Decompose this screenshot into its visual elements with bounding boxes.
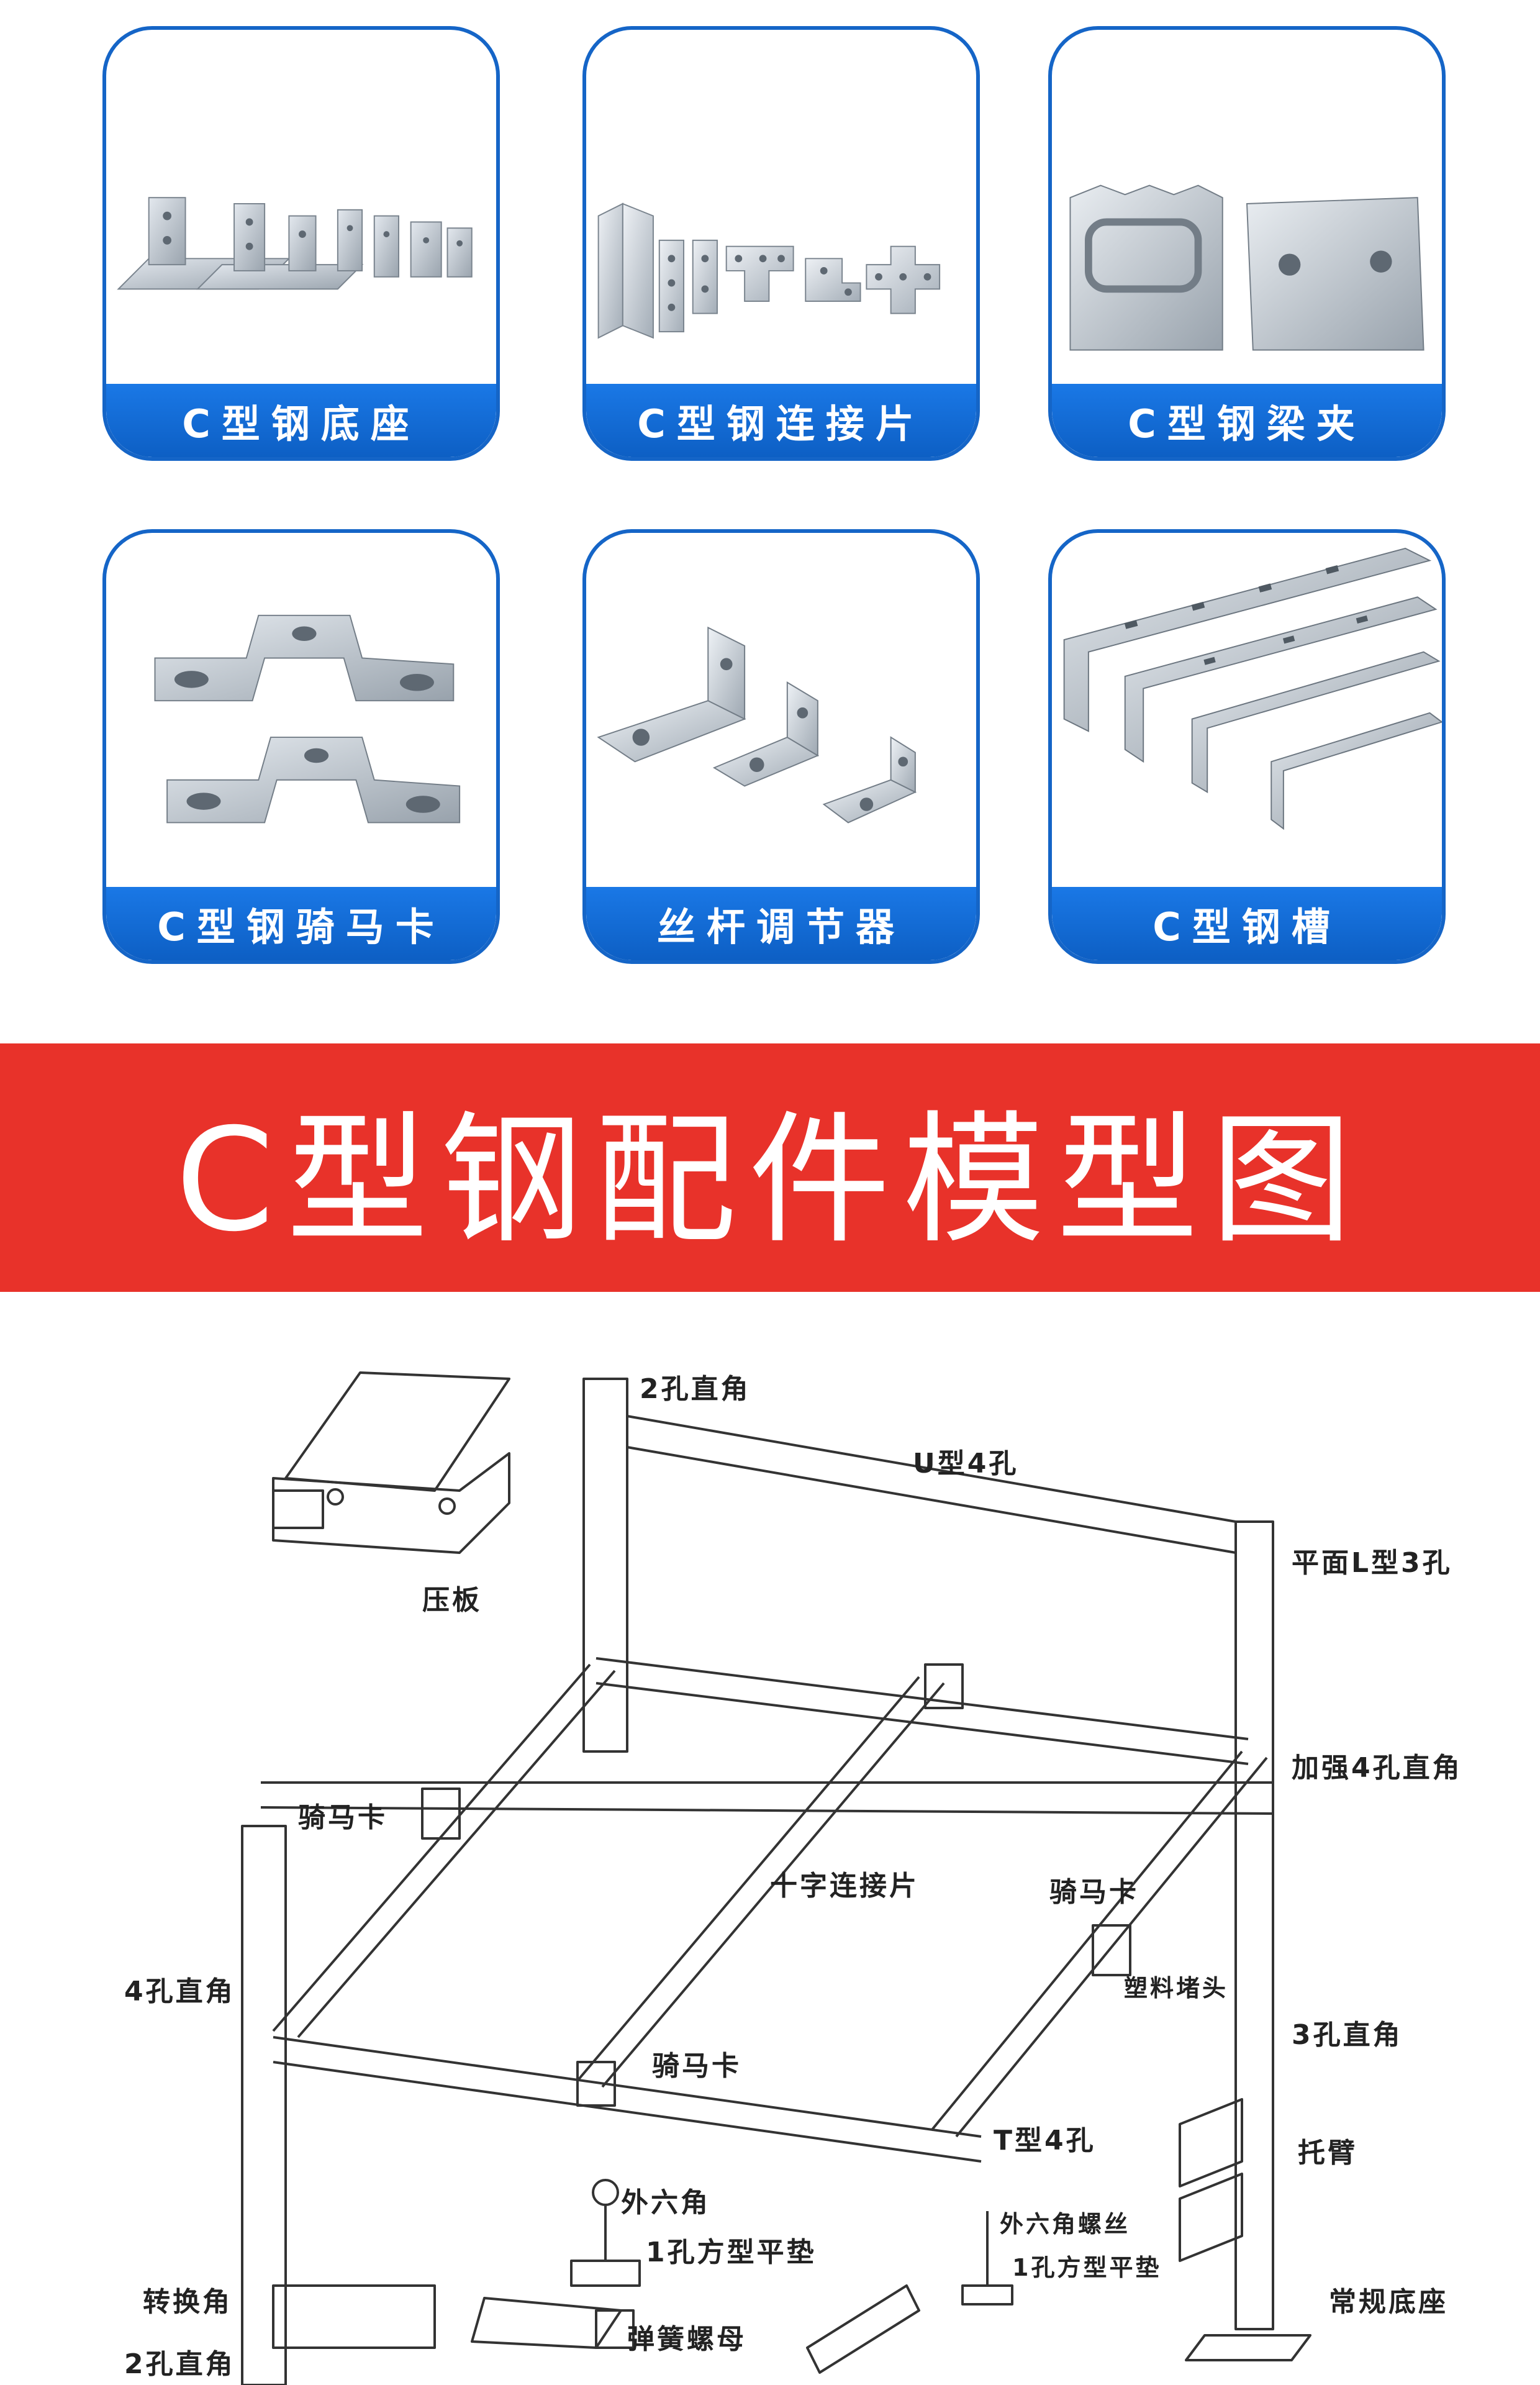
product-image-rod-adjuster <box>597 626 917 824</box>
product-card-saddle-clamp[interactable]: C型钢骑马卡 <box>102 529 500 964</box>
product-image-channel <box>1063 547 1442 830</box>
banner-title: C型钢配件模型图 <box>175 1097 1365 1263</box>
label-plastic-cap: 塑料堵头 <box>1124 1974 1229 2002</box>
product-label: C型钢槽 <box>1153 904 1341 950</box>
product-card-beam-clamp[interactable]: C型钢梁夹 <box>1048 26 1446 461</box>
label-bracket-arm: 托臂 <box>1298 2137 1357 2169</box>
product-label-bar: C型钢槽 <box>1052 887 1442 960</box>
label-four-hole-angle: 4孔直角 <box>124 1976 235 2007</box>
product-label: C型钢连接片 <box>637 401 925 447</box>
product-card-channel[interactable]: C型钢槽 <box>1048 529 1446 964</box>
label-saddle-clamp-left: 骑马卡 <box>298 1802 387 1833</box>
product-image-saddle-clamp <box>154 614 461 824</box>
label-u-four-hole: U型4孔 <box>913 1448 1019 1479</box>
product-label: C型钢底座 <box>182 401 420 447</box>
product-card-rod-adjuster[interactable]: 丝杆调节器 <box>582 529 980 964</box>
label-three-hole-angle: 3孔直角 <box>1292 2019 1403 2051</box>
label-spring-nut: 弹簧螺母 <box>627 2324 746 2355</box>
product-card-base[interactable]: C型钢底座 <box>102 26 500 461</box>
label-two-hole-angle-top: 2孔直角 <box>640 1373 751 1405</box>
label-square-washer: 1孔方型平垫 <box>646 2237 817 2268</box>
product-card-connector[interactable]: C型钢连接片 <box>582 26 980 461</box>
product-image-beam-clamp <box>1069 184 1424 351</box>
label-square-washer-right: 1孔方型平垫 <box>1012 2254 1162 2281</box>
label-conversion-angle: 转换角 <box>143 2286 232 2318</box>
label-regular-base: 常规底座 <box>1329 2286 1448 2318</box>
label-hex-bolt: 外六角螺丝 <box>1000 2210 1131 2238</box>
product-label-bar: C型钢骑马卡 <box>106 887 496 960</box>
product-label-bar: C型钢梁夹 <box>1052 384 1442 457</box>
product-image-connector <box>597 202 941 339</box>
label-t-four-hole: T型4孔 <box>994 2125 1096 2156</box>
label-saddle-clamp-bottom: 骑马卡 <box>652 2050 741 2082</box>
label-pressure-plate: 压板 <box>422 1584 482 1616</box>
product-label: C型钢骑马卡 <box>157 904 445 950</box>
label-flat-l-three-hole: 平面L型3孔 <box>1292 1547 1452 1579</box>
section-banner: C型钢配件模型图 <box>0 1043 1540 1292</box>
label-hex-head: 外六角 <box>621 2187 710 2219</box>
label-cross-connector: 十字连接片 <box>770 1870 919 1902</box>
product-label-bar: C型钢连接片 <box>586 384 976 457</box>
label-two-hole-angle-bottom: 2孔直角 <box>124 2348 235 2380</box>
product-grid: C型钢底座 <box>0 0 1540 1019</box>
label-saddle-clamp-right: 骑马卡 <box>1049 1876 1139 1908</box>
assembly-diagram: 2孔直角 U型4孔 压板 平面L型3孔 加强4孔直角 骑马卡 十字连接片 骑马卡… <box>0 1292 1540 2385</box>
assembly-drawing <box>241 1371 1311 2385</box>
product-label-bar: C型钢底座 <box>106 384 496 457</box>
label-reinforced-four-hole: 加强4孔直角 <box>1292 1752 1462 1784</box>
product-image-base <box>117 197 473 290</box>
product-label: C型钢梁夹 <box>1128 401 1366 447</box>
product-label-bar: 丝杆调节器 <box>586 887 976 960</box>
product-label: 丝杆调节器 <box>656 904 905 950</box>
